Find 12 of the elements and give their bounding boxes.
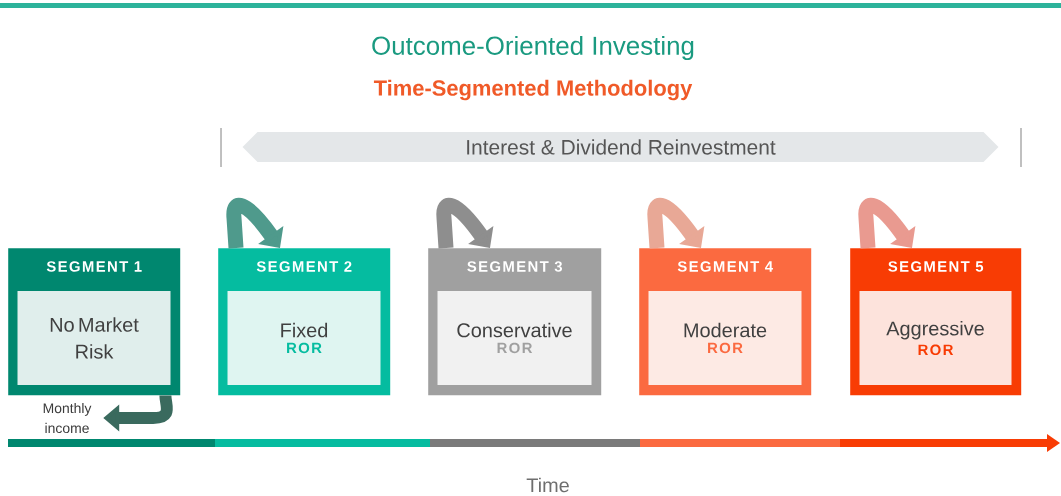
subtitle: Time-Segmented Methodology (373, 79, 693, 101)
segment-content-box: Fixed ROR (227, 291, 381, 385)
segment-content-box: No Market Risk (17, 291, 171, 385)
segment-content-box: Conservative ROR (437, 291, 592, 385)
title: Outcome-Oriented Investing (372, 35, 694, 61)
income-label: Monthly income (43, 402, 92, 434)
segment-content-box: Moderate ROR (648, 291, 802, 385)
bent-arrow (647, 198, 705, 249)
axis-label: Time (526, 477, 569, 493)
segment-content-box: Aggressive ROR (859, 291, 1012, 385)
bent-arrow (436, 198, 494, 249)
bent-arrow (858, 198, 916, 249)
